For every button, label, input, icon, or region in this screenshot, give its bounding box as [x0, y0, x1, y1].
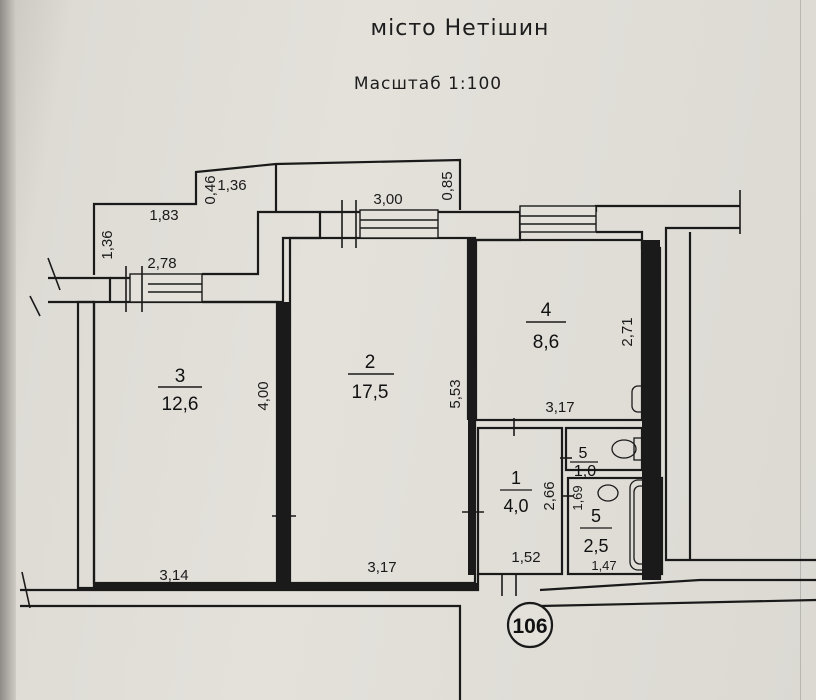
dim-window-room-3: 2,78 [147, 255, 176, 272]
dim-room-4-width: 3,17 [545, 399, 574, 416]
dim-room-3-height: 4,00 [255, 381, 272, 410]
dim-bath-height: 1,69 [570, 485, 585, 510]
room-5-bath-number: 5 [591, 506, 601, 526]
room-3-top-wall-right [202, 210, 322, 304]
wall-room3-room2 [277, 302, 290, 583]
page-edge-line [800, 0, 801, 700]
book-binding [0, 0, 16, 700]
window-room-4 [519, 205, 597, 233]
dim-balcony-depth: 1,36 [99, 230, 116, 259]
dim-hall-height: 2,66 [541, 481, 558, 510]
toilet-tank [633, 437, 643, 461]
room-5-toilet-number: 5 [579, 445, 588, 462]
dim-room-3-width: 3,14 [159, 567, 188, 584]
scale-label: Масштаб 1:100 [353, 74, 503, 94]
dim-room-2-height: 5,53 [447, 379, 464, 408]
room-2-area: 17,5 [352, 382, 389, 403]
room-5-toilet-area: 1,0 [574, 463, 596, 480]
outer-wall-bottom-right-inner [539, 598, 816, 608]
room-2-number: 2 [365, 352, 376, 373]
room-5-bath-walls [566, 476, 664, 576]
room-2-walls [288, 236, 477, 585]
outer-wall-left [76, 300, 96, 590]
room-4-area: 8,6 [533, 332, 559, 353]
wall-room2-room4 [468, 240, 476, 575]
door-marks [21, 190, 741, 609]
dim-bath-width: 1,47 [591, 558, 616, 573]
room-5-bath-area: 2,5 [583, 536, 608, 556]
balcony-outline [92, 158, 462, 275]
room-1-area: 4,0 [503, 496, 528, 516]
room-4-number: 4 [541, 300, 552, 321]
outer-wall-right [664, 226, 816, 562]
dim-window-room-2: 3,00 [373, 191, 402, 208]
marker-number: 106 [512, 615, 547, 638]
room-4-top-right-wall [594, 204, 740, 212]
windows [129, 205, 597, 303]
window-room-3 [129, 273, 203, 303]
dim-balcony-width: 1,83 [149, 207, 178, 224]
sink-room-4 [631, 385, 653, 413]
fixtures [597, 385, 661, 571]
bath-sink [597, 484, 619, 502]
wall-bottom [94, 583, 477, 590]
room-3-area: 12,6 [162, 394, 199, 415]
room-1-walls [476, 426, 564, 576]
room-3-walls [92, 300, 279, 585]
window-room-2 [359, 209, 439, 239]
outer-wall-bottom-right [539, 578, 816, 592]
room-3-number: 3 [175, 366, 186, 387]
entrance-marker: 106 [506, 601, 554, 649]
city-title: місто Нетішин [370, 16, 550, 41]
room-1-number: 1 [511, 468, 521, 488]
outer-wall-bottom [20, 604, 462, 700]
dim-room-4-height: 2,71 [619, 317, 636, 346]
dim-hall-width: 1,52 [511, 549, 540, 566]
dim-balcony-step: 0,46 [202, 175, 219, 204]
toilet-bowl [611, 439, 637, 459]
dim-room-2-width: 3,17 [367, 559, 396, 576]
dim-wall-top-room-2: 0,85 [439, 171, 456, 200]
room-4-walls [474, 238, 644, 422]
bathtub [629, 479, 661, 571]
dim-balcony-top-width: 1,36 [217, 177, 246, 194]
